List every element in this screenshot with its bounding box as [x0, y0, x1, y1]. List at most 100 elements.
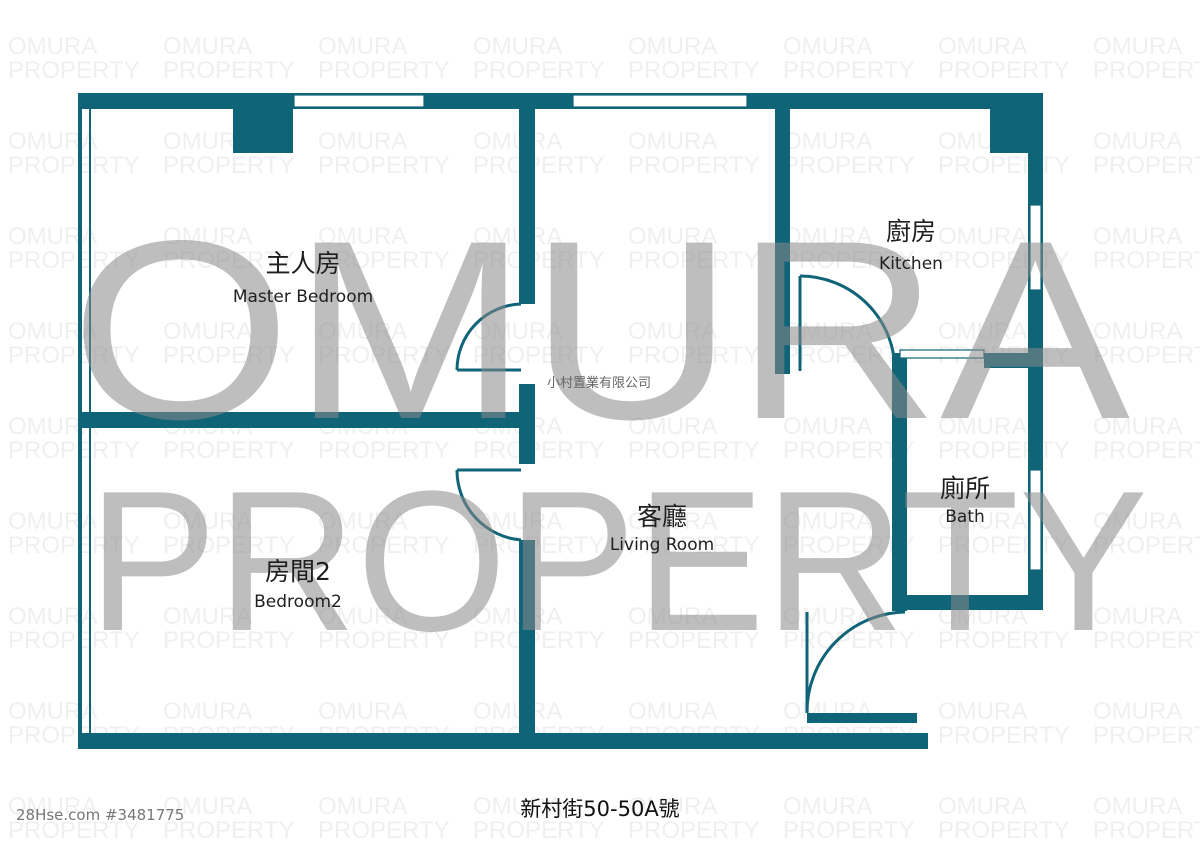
watermark-tile-line2: PROPERTY [1093, 817, 1200, 844]
watermark-tile-line1: OMURA [318, 698, 407, 725]
watermark-tile-line2: PROPERTY [938, 247, 1070, 274]
watermark-tile-line1: OMURA [938, 793, 1027, 820]
watermark-tile-line1: OMURA [783, 793, 872, 820]
watermark-tile-line1: OMURA [318, 793, 407, 820]
watermark-tile-line1: OMURA [163, 603, 252, 630]
watermark-tile-line1: OMURA [1093, 603, 1182, 630]
watermark-tile-line1: OMURA [783, 223, 872, 250]
watermark-tile-line2: PROPERTY [318, 817, 450, 844]
watermark-tile-line2: PROPERTY [1093, 152, 1200, 179]
watermark-tile-line2: PROPERTY [318, 342, 450, 369]
watermark-tile-line2: PROPERTY [318, 437, 450, 464]
watermark-tile-line2: PROPERTY [318, 532, 450, 559]
watermark-tile-line2: PROPERTY [1093, 532, 1200, 559]
watermark-tile-line1: OMURA [1093, 223, 1182, 250]
watermark-tile-line2: PROPERTY [938, 817, 1070, 844]
watermark-tile-line1: OMURA [1093, 508, 1182, 535]
watermark-tile-line2: PROPERTY [8, 437, 140, 464]
watermark-tile-line1: OMURA [318, 33, 407, 60]
watermark-tile-line2: PROPERTY [163, 437, 295, 464]
watermark-tile-line2: PROPERTY [8, 532, 140, 559]
watermark-tile-line2: PROPERTY [318, 627, 450, 654]
watermark-tile-line2: PROPERTY [163, 57, 295, 84]
watermark-tile-line2: PROPERTY [8, 627, 140, 654]
watermark-tile-line1: OMURA [1093, 793, 1182, 820]
watermark-tile-line2: PROPERTY [938, 627, 1070, 654]
bath-en-label: Bath [945, 507, 985, 527]
bedroom2-cn-label: 房間2 [265, 557, 331, 586]
watermark-tile-line2: PROPERTY [1093, 247, 1200, 274]
watermark-tile-line2: PROPERTY [1093, 342, 1200, 369]
watermark-tile-line1: OMURA [163, 698, 252, 725]
watermark-tile-line1: OMURA [628, 603, 717, 630]
watermark-tile-line1: OMURA [318, 508, 407, 535]
watermark-tile-line2: PROPERTY [628, 57, 760, 84]
watermark-tile-line2: PROPERTY [628, 437, 760, 464]
watermark-tile-line1: OMURA [8, 698, 97, 725]
watermark-tile-line1: OMURA [473, 603, 562, 630]
watermark-tile-line2: PROPERTY [473, 152, 605, 179]
watermark-tile-line2: PROPERTY [473, 247, 605, 274]
watermark-tile-line1: OMURA [8, 128, 97, 155]
watermark-tile-line2: PROPERTY [163, 152, 295, 179]
watermark-tile-line2: PROPERTY [163, 247, 295, 274]
watermark-tile-line2: PROPERTY [318, 152, 450, 179]
watermark-tile-line1: OMURA [938, 508, 1027, 535]
watermark-tile-line2: PROPERTY [938, 57, 1070, 84]
watermark-tile-line2: PROPERTY [783, 817, 915, 844]
watermark-tile-line1: OMURA [318, 223, 407, 250]
watermark-tile-line1: OMURA [938, 698, 1027, 725]
watermark-tile-line2: PROPERTY [473, 57, 605, 84]
watermark-tile-line2: PROPERTY [628, 627, 760, 654]
watermark-tile-line2: PROPERTY [1093, 627, 1200, 654]
living-room-cn-label: 客廳 [637, 502, 687, 531]
watermark-tile-line1: OMURA [628, 413, 717, 440]
watermark-tile-line1: OMURA [163, 223, 252, 250]
watermark-tile-line1: OMURA [1093, 413, 1182, 440]
watermark-tile-line2: PROPERTY [938, 722, 1070, 749]
watermark-tile-line2: PROPERTY [938, 152, 1070, 179]
watermark-tile-line2: PROPERTY [473, 627, 605, 654]
watermark-tile-line1: OMURA [938, 223, 1027, 250]
watermark-tile-line1: OMURA [938, 33, 1027, 60]
watermark-tile-line2: PROPERTY [8, 247, 140, 274]
watermark-tile-line1: OMURA [783, 128, 872, 155]
bedroom2-en-label: Bedroom2 [254, 592, 342, 612]
watermark-tile-line1: OMURA [8, 318, 97, 345]
watermark-tile-line1: OMURA [628, 318, 717, 345]
watermark-tile-line2: PROPERTY [783, 152, 915, 179]
watermark-tile-line2: PROPERTY [938, 532, 1070, 559]
watermark-tile-line2: PROPERTY [938, 437, 1070, 464]
watermark-tile-line1: OMURA [473, 33, 562, 60]
bath-cn-label: 廁所 [940, 474, 990, 503]
doors [455, 274, 906, 714]
living-room-en-label: Living Room [610, 535, 714, 555]
watermark-tile-line1: OMURA [163, 318, 252, 345]
kitchen-cn-label: 廚房 [886, 217, 936, 246]
watermark-tile-line1: OMURA [783, 508, 872, 535]
watermark-tile-line2: PROPERTY [1093, 437, 1200, 464]
watermark-tile-line1: OMURA [783, 413, 872, 440]
watermark-tile-line1: OMURA [473, 128, 562, 155]
address-label: 新村街50-50A號 [520, 797, 679, 821]
watermark-tile-line1: OMURA [473, 698, 562, 725]
windows [293, 94, 1042, 571]
watermark-tile-line2: PROPERTY [628, 152, 760, 179]
watermark-tile-line1: OMURA [938, 318, 1027, 345]
watermark-large-line2: PROPERTY [88, 450, 1148, 673]
watermark-tile-line1: OMURA [783, 33, 872, 60]
watermark-tile-line2: PROPERTY [628, 342, 760, 369]
watermark-tile-line2: PROPERTY [163, 817, 295, 844]
watermark-tile-line2: PROPERTY [473, 342, 605, 369]
watermark-tile-line2: PROPERTY [318, 247, 450, 274]
watermark-tile-line1: OMURA [473, 508, 562, 535]
watermark-tile-line1: OMURA [8, 603, 97, 630]
watermark-tile-line1: OMURA [1093, 33, 1182, 60]
watermark-tiles: OMURAPROPERTYOMURAPROPERTYOMURAPROPERTYO… [8, 33, 1200, 844]
watermark-tile-line1: OMURA [163, 793, 252, 820]
watermark-tile-line1: OMURA [938, 413, 1027, 440]
watermark-tile-line2: PROPERTY [318, 57, 450, 84]
watermark-tile-line1: OMURA [163, 508, 252, 535]
watermark-tile-line1: OMURA [473, 318, 562, 345]
